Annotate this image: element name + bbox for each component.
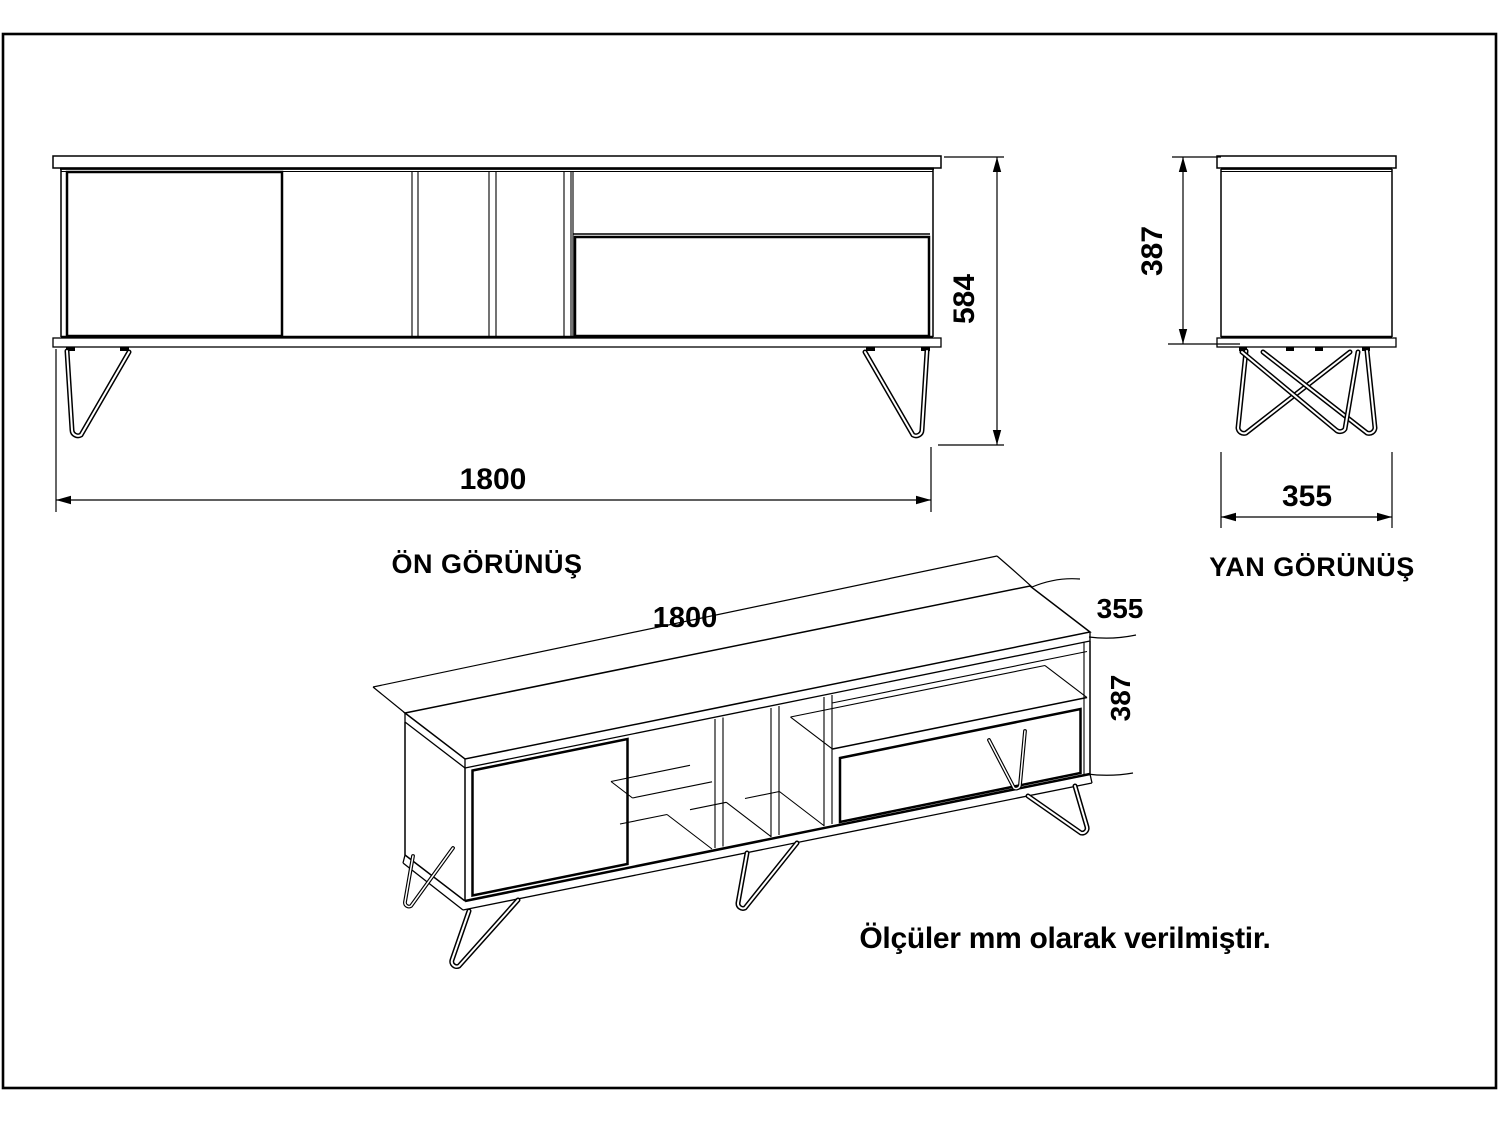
side-depth-value: 355 bbox=[1282, 480, 1332, 513]
arrowhead bbox=[1377, 512, 1392, 522]
iso-cubby-shelf bbox=[610, 764, 713, 799]
front-compartment-dividers bbox=[411, 171, 572, 337]
iso-carcass-bottom-edge bbox=[464, 772, 1091, 903]
iso-shelf-surface bbox=[790, 664, 1088, 750]
iso-legs bbox=[403, 729, 1090, 969]
front-left-hairpin-leg bbox=[64, 348, 132, 439]
iso-height-value: 387 bbox=[1105, 675, 1136, 722]
leg-mount bbox=[66, 347, 75, 351]
side-height-dimension: 387 bbox=[1136, 156, 1240, 345]
front-height-value: 584 bbox=[948, 274, 981, 324]
front-carcass-sides bbox=[60, 169, 934, 337]
iso-shelf-front-edge bbox=[832, 696, 1088, 750]
leg-mount bbox=[866, 347, 875, 351]
leg-mount bbox=[1315, 347, 1323, 351]
side-legs bbox=[1235, 348, 1378, 436]
front-cabinet-door bbox=[65, 170, 284, 338]
front-bottom-panel bbox=[52, 337, 942, 348]
iso-back-panel-top-edge bbox=[831, 650, 1088, 704]
iso-width-value: 1800 bbox=[653, 602, 718, 634]
front-drawer bbox=[573, 235, 931, 338]
side-depth-dimension: 355 bbox=[1220, 452, 1393, 528]
front-width-value: 1800 bbox=[460, 463, 527, 496]
iso-compartment-dividers bbox=[714, 695, 833, 848]
front-view-title: ÖN GÖRÜNÜŞ bbox=[391, 549, 582, 579]
arrowhead bbox=[916, 495, 931, 505]
front-top-panel bbox=[52, 155, 942, 169]
iso-drawer bbox=[838, 707, 1082, 824]
arrowhead bbox=[992, 430, 1002, 445]
iso-top-panel-face bbox=[403, 585, 1092, 760]
leg-mount bbox=[1286, 347, 1294, 351]
side-view-drawing: 387 355 YAN GÖRÜNÜŞ bbox=[1136, 155, 1415, 582]
front-height-dimension: 584 bbox=[938, 156, 1004, 446]
perspective-view-drawing: 1800 355 387 bbox=[372, 555, 1144, 969]
iso-top-panel-thickness bbox=[404, 632, 1091, 769]
arrowhead bbox=[1221, 512, 1236, 522]
front-right-hairpin-leg bbox=[862, 348, 930, 439]
iso-bottom-panel bbox=[402, 773, 1093, 911]
leg-mount bbox=[1239, 347, 1247, 351]
arrowhead bbox=[1178, 157, 1188, 172]
front-width-dimension: 1800 bbox=[55, 349, 932, 512]
arrowhead bbox=[1178, 329, 1188, 344]
side-height-value: 387 bbox=[1136, 226, 1169, 276]
iso-depth-dimension: 355 bbox=[1031, 578, 1144, 639]
page-border bbox=[1, 32, 1498, 1090]
side-top-panel bbox=[1216, 155, 1397, 169]
leg-mount bbox=[120, 347, 129, 351]
front-view-drawing: 1800 584 ÖN GÖRÜNÜŞ bbox=[52, 155, 1004, 579]
side-view-title: YAN GÖRÜNÜŞ bbox=[1209, 552, 1415, 582]
side-bottom-panel bbox=[1216, 337, 1397, 348]
arrowhead bbox=[56, 495, 71, 505]
side-panel-edges bbox=[1220, 169, 1393, 337]
iso-depth-value: 355 bbox=[1097, 593, 1144, 624]
iso-cabinet-door bbox=[471, 737, 629, 898]
iso-compartment-floors bbox=[619, 790, 825, 850]
arrowhead bbox=[992, 157, 1002, 172]
iso-width-dimension: 1800 bbox=[372, 555, 1033, 714]
iso-height-dimension: 387 bbox=[1086, 675, 1136, 776]
iso-left-panel bbox=[404, 722, 466, 902]
units-note: Ölçüler mm olarak verilmiştir. bbox=[859, 922, 1270, 955]
